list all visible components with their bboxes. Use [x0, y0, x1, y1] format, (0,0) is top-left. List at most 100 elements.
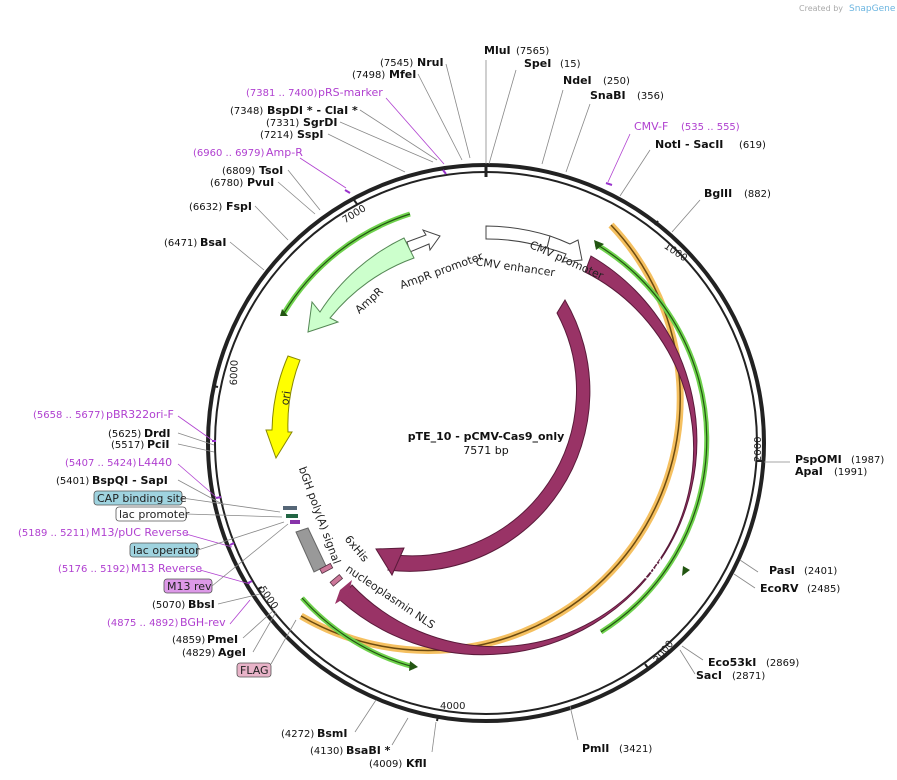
ampr-promoter: [406, 229, 441, 253]
orf-arrow-4: [280, 309, 288, 316]
site-pos: (7214): [260, 130, 293, 141]
his-label: 6xHis: [342, 533, 372, 565]
cas9-outer-head: [335, 580, 352, 604]
site-name: KflI: [406, 757, 427, 770]
site-pos: (4829): [182, 648, 215, 659]
site-pos: (7565): [516, 46, 549, 57]
orf-arrow-2: [682, 566, 690, 576]
site-pos: (15): [560, 59, 581, 70]
site-pos: (3421): [619, 744, 652, 755]
site-name: BspDI * - ClaI *: [267, 104, 358, 117]
plasmid-length: 7571 bp: [463, 444, 508, 457]
tick-label-1000: 1000: [662, 241, 689, 264]
orf-outline-right-core: [300, 224, 681, 652]
site-pos: (250): [603, 76, 630, 87]
site-name: SspI: [297, 128, 323, 141]
primer-name: pRS-marker: [318, 86, 383, 99]
site-pos: (2401): [804, 566, 837, 577]
lac-operator-label: lac operator: [133, 544, 200, 557]
site-pos: (5517): [111, 440, 144, 451]
site-name: PmlI: [582, 742, 609, 755]
cap-binding-label: CAP binding site: [97, 492, 187, 505]
credit-brand: SnapGene: [849, 4, 896, 14]
leader-lines: [177, 60, 790, 753]
primer-name: CMV-F: [634, 120, 668, 133]
primer-pos: (5176 .. 5192): [58, 564, 130, 575]
orf-green-right-core: [595, 243, 708, 633]
site-pos: (7498): [352, 70, 385, 81]
site-name: BsmI: [317, 727, 348, 740]
site-name: BsaBI *: [346, 744, 391, 757]
primer-name: Amp-R: [266, 146, 303, 159]
site-name: FspI: [226, 200, 252, 213]
cas9-label-inner: Cas9: [597, 510, 621, 540]
primer-name: M13/pUC Reverse: [91, 526, 189, 539]
cas9-outer-arc: [339, 255, 698, 656]
plasmid-title: pTE_10 - pCMV-Cas9_only: [408, 430, 565, 443]
site-pos: (2871): [732, 671, 765, 682]
site-pos: (7545): [380, 58, 413, 69]
site-pos: (6632): [189, 202, 222, 213]
cmv-promoter: [546, 235, 583, 263]
site-pos: (6471): [164, 238, 197, 249]
site-pos: (4009): [369, 759, 402, 770]
site-name: SpeI: [524, 57, 551, 70]
m13-rev-label: M13 rev: [167, 580, 212, 593]
site-pos: (1991): [834, 467, 867, 478]
site-pos: (5625): [108, 429, 141, 440]
site-name: PciI: [147, 438, 169, 451]
ampr-arrow: [307, 237, 415, 333]
site-pos: (6780): [210, 178, 243, 189]
primer-pos: (5658 .. 5677): [33, 410, 105, 421]
site-name: PmeI: [207, 633, 238, 646]
site-pos: (6809): [222, 166, 255, 177]
site-pos: (4130): [310, 746, 343, 757]
lac-promoter-label: lac promoter: [119, 508, 190, 521]
cmv-enhancer-label: CMV enhancer: [475, 255, 556, 279]
primer-name: pBR322ori-F: [106, 408, 174, 421]
primer-name: L4440: [138, 456, 172, 469]
site-pos: (356): [637, 91, 664, 102]
site-name: SgrDI: [303, 116, 337, 129]
site-name: DrdI: [144, 427, 171, 440]
flag-label: FLAG: [240, 664, 269, 677]
cas9-inner-arc: [387, 299, 591, 572]
bgh-label: bGH poly(A) signal: [296, 465, 343, 566]
site-name: SacI: [696, 669, 722, 682]
small-feature-2: [286, 514, 298, 518]
nls-feature: [329, 574, 344, 587]
site-name: NdeI: [563, 74, 592, 87]
flag-box: [236, 662, 272, 678]
ori-arrow: [265, 355, 301, 460]
orf-arrow-3: [409, 661, 418, 671]
primer-pos: (6960 .. 6979): [193, 148, 265, 159]
site-pos: (5070): [152, 600, 185, 611]
tick-label-2000: 2000: [753, 437, 764, 462]
site-name: AgeI: [218, 646, 246, 659]
site-name: TsoI: [259, 164, 283, 177]
ori-label: ori: [278, 390, 293, 406]
site-name: PspOMI: [795, 453, 842, 466]
primer-pos: (5189 .. 5211): [18, 528, 90, 539]
orf-green-bottom-core: [301, 597, 415, 668]
credit-created-by: Created by: [799, 4, 843, 13]
small-feature-3: [290, 520, 300, 524]
orf-green-left-core: [283, 213, 411, 314]
site-name: BsaI: [200, 236, 226, 249]
primer-marks: [212, 169, 613, 584]
site-name: PasI: [769, 564, 795, 577]
site-name: EcoRV: [760, 582, 799, 595]
site-name: SnaBI: [590, 89, 626, 102]
site-name: MfeI: [389, 68, 416, 81]
site-name: BbsI: [188, 598, 215, 611]
orf-arrow-1: [594, 240, 604, 250]
site-name: Eco53kI: [708, 656, 756, 669]
tick-label-3000: 3000: [652, 639, 676, 666]
site-pos: (4272): [281, 729, 314, 740]
site-name: NruI: [417, 56, 444, 69]
his-feature: [319, 562, 334, 575]
small-feature-1: [283, 506, 297, 510]
primer-pos: (4875 .. 4892): [107, 618, 179, 629]
site-pos: (2485): [807, 584, 840, 595]
